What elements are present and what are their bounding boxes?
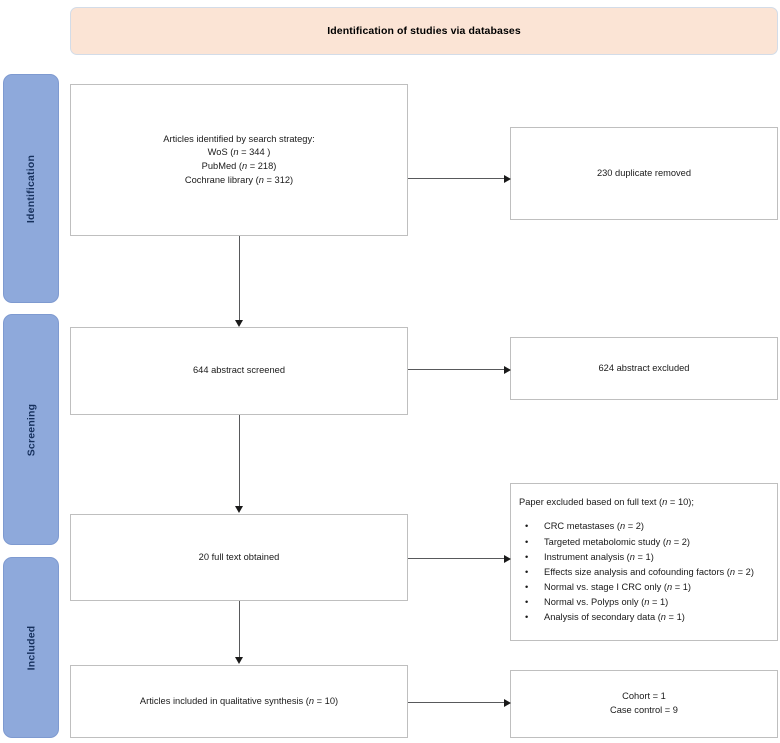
- phase-bar-included: Included: [3, 557, 59, 738]
- bullet-icon: •: [525, 581, 529, 592]
- node-duplicates-removed: 230 duplicate removed: [510, 127, 778, 220]
- connector-screened-to-fulltext: [239, 415, 240, 507]
- fulltext-excluded-item: • Normal vs. Polyps only (n = 1): [519, 595, 769, 610]
- arrow-down-icon-included: [235, 657, 243, 664]
- node-abstracts-excluded-body: 624 abstract excluded: [511, 338, 777, 399]
- node-abstracts-excluded-text: 624 abstract excluded: [598, 362, 690, 373]
- phase-bar-identification: Identification: [3, 74, 59, 303]
- arrow-right-icon-study-design: [504, 699, 511, 707]
- bullet-icon: •: [525, 611, 529, 622]
- node-abstracts-screened-body: 644 abstract screened: [71, 328, 407, 414]
- bullet-icon: •: [525, 521, 529, 532]
- fulltext-excluded-item-label: Instrument analysis (n = 1): [544, 551, 654, 562]
- node-fulltext-obtained-text: 20 full text obtained: [198, 551, 280, 562]
- arrow-right-icon-fulltext-excluded: [504, 555, 511, 563]
- node-articles-identified-body: Articles identified by search strategy: …: [71, 85, 407, 235]
- connector-fulltext-to-fulltext-excluded: [408, 558, 505, 559]
- node-articles-identified-text: Articles identified by search strategy: …: [163, 133, 315, 185]
- node-duplicates-removed-body: 230 duplicate removed: [511, 128, 777, 219]
- fulltext-excluded-item: • Effects size analysis and cofounding fa…: [519, 565, 769, 580]
- fulltext-excluded-item-label: Normal vs. stage I CRC only (n = 1): [544, 581, 692, 592]
- bullet-icon: •: [525, 566, 529, 577]
- fulltext-excluded-item-label: Analysis of secondary data (n = 1): [544, 611, 685, 622]
- phase-label-included: Included: [25, 625, 37, 670]
- node-articles-included-text: Articles included in qualitative synthes…: [139, 695, 339, 706]
- node-articles-included: Articles included in qualitative synthes…: [70, 665, 408, 738]
- connector-screened-to-abstracts-excluded: [408, 369, 505, 370]
- phase-bar-screening: Screening: [3, 314, 59, 545]
- bullet-icon: •: [525, 536, 529, 547]
- node-study-design-body: Cohort = 1 Case control = 9: [511, 671, 777, 737]
- fulltext-excluded-item-label: CRC metastases (n = 2): [544, 521, 644, 532]
- phase-label-identification: Identification: [25, 154, 38, 223]
- node-abstracts-screened-text: 644 abstract screened: [193, 365, 285, 376]
- fulltext-excluded-item-label: Targeted metabolomic study (n = 2): [544, 536, 690, 547]
- fulltext-excluded-item: • Normal vs. stage I CRC only (n = 1): [519, 580, 769, 595]
- connector-included-to-study-design: [408, 702, 505, 703]
- arrow-right-icon-abstracts-excluded: [504, 366, 511, 374]
- connector-identified-to-duplicates: [408, 178, 505, 179]
- node-fulltext-excluded-body: Paper excluded based on full text (n = 1…: [511, 484, 777, 640]
- fulltext-excluded-heading: Paper excluded based on full text (n = 1…: [519, 497, 694, 507]
- phase-label-screening: Screening: [24, 403, 37, 456]
- arrow-right-icon-duplicates: [504, 175, 511, 183]
- node-study-design-text: Cohort = 1 Case control = 9: [610, 691, 678, 715]
- diagram-header-banner: Identification of studies via databases: [70, 7, 778, 55]
- fulltext-excluded-item: • Analysis of secondary data (n = 1): [519, 610, 769, 625]
- node-duplicates-removed-text: 230 duplicate removed: [596, 167, 692, 178]
- node-fulltext-excluded: Paper excluded based on full text (n = 1…: [510, 483, 778, 641]
- connector-fulltext-to-included: [239, 601, 240, 658]
- node-articles-identified: Articles identified by search strategy: …: [70, 84, 408, 236]
- connector-identified-to-screened: [239, 236, 240, 321]
- node-abstracts-excluded: 624 abstract excluded: [510, 337, 778, 400]
- node-abstracts-screened: 644 abstract screened: [70, 327, 408, 415]
- fulltext-excluded-item: • Targeted metabolomic study (n = 2): [519, 535, 769, 550]
- node-articles-included-body: Articles included in qualitative synthes…: [71, 666, 407, 737]
- node-fulltext-obtained-body: 20 full text obtained: [71, 515, 407, 600]
- fulltext-excluded-item: • CRC metastases (n = 2): [519, 519, 769, 534]
- node-study-design: Cohort = 1 Case control = 9: [510, 670, 778, 738]
- diagram-title: Identification of studies via databases: [327, 25, 521, 37]
- fulltext-excluded-list: • CRC metastases (n = 2) • Targeted metabol…: [519, 519, 769, 624]
- fulltext-excluded-item-label: Normal vs. Polyps only (n = 1): [544, 596, 669, 607]
- fulltext-excluded-item-label: Effects size analysis and cofounding fac…: [544, 566, 754, 577]
- arrow-down-icon-screened: [235, 320, 243, 327]
- bullet-icon: •: [525, 596, 529, 607]
- arrow-down-icon-fulltext: [235, 506, 243, 513]
- fulltext-excluded-item: • Instrument analysis (n = 1): [519, 550, 769, 565]
- bullet-icon: •: [525, 551, 529, 562]
- node-fulltext-obtained: 20 full text obtained: [70, 514, 408, 601]
